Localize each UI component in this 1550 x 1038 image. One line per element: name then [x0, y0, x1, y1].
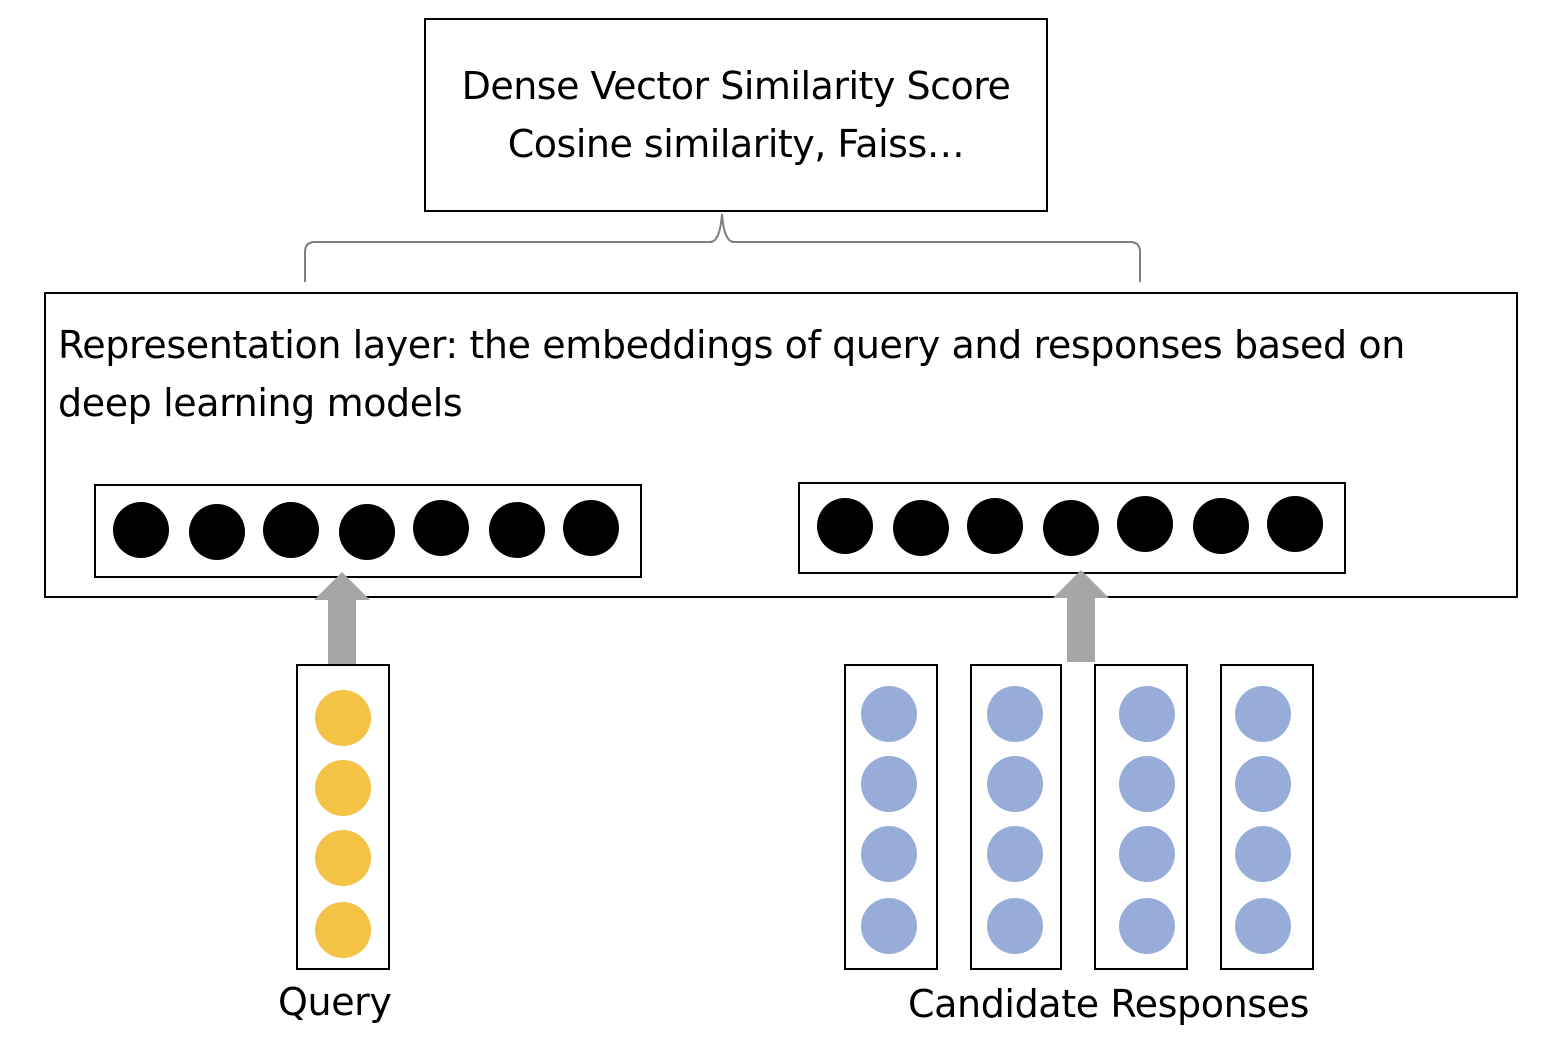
embedding-dot [563, 500, 619, 556]
embedding-dot [339, 504, 395, 560]
query-dot [315, 902, 371, 958]
query-dot [315, 690, 371, 746]
candidate-dot [861, 898, 917, 954]
embedding-dot [113, 502, 169, 558]
embedding-dot [263, 502, 319, 558]
candidate-dot [1235, 898, 1291, 954]
query-dot [315, 760, 371, 816]
embedding-dot [189, 504, 245, 560]
candidate-dot [1119, 826, 1175, 882]
embedding-dot [817, 498, 873, 554]
candidate-dot [1119, 686, 1175, 742]
candidate-dot [1235, 826, 1291, 882]
candidate-dot [861, 686, 917, 742]
candidate-dot [1235, 756, 1291, 812]
candidate-dot [987, 826, 1043, 882]
candidate-dot [861, 756, 917, 812]
similarity-score-box: Dense Vector Similarity Score Cosine sim… [424, 18, 1048, 212]
embedding-dot [1117, 496, 1173, 552]
candidate-dot [861, 826, 917, 882]
candidate-dot [987, 756, 1043, 812]
embedding-dot [1043, 500, 1099, 556]
embedding-dot [413, 500, 469, 556]
candidate-arrow [1053, 570, 1109, 662]
query-arrow [314, 572, 370, 664]
candidate-dot [1235, 686, 1291, 742]
score-title: Dense Vector Similarity Score [461, 64, 1011, 108]
candidate-dot [1119, 756, 1175, 812]
candidate-dot [1119, 898, 1175, 954]
embedding-dot [1267, 496, 1323, 552]
score-methods: Cosine similarity, Faiss… [507, 122, 965, 166]
embedding-dot [967, 498, 1023, 554]
candidate-responses-label: Candidate Responses [908, 982, 1310, 1026]
candidate-dot [987, 686, 1043, 742]
query-label: Query [278, 980, 392, 1024]
query-dot [315, 830, 371, 886]
embedding-dot [1193, 498, 1249, 554]
candidate-dot [987, 898, 1043, 954]
embedding-dot [489, 502, 545, 558]
embedding-dot [893, 500, 949, 556]
representation-layer-text: Representation layer: the embeddings of … [58, 323, 1405, 425]
